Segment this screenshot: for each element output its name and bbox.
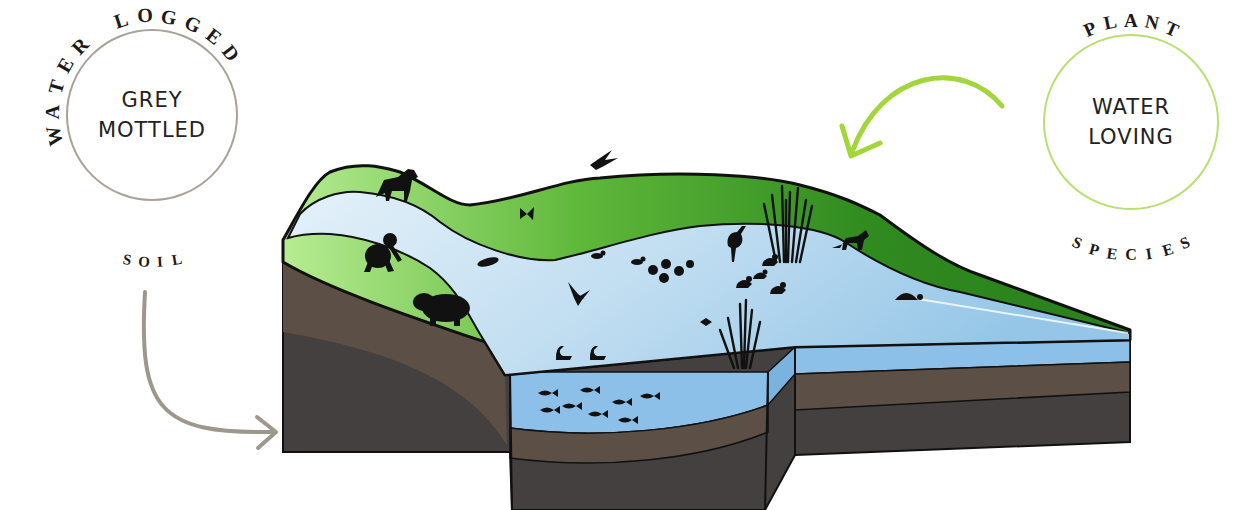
plant-arrowhead	[842, 126, 880, 156]
soil-layer	[510, 405, 768, 463]
arc-letter: T	[44, 78, 67, 96]
arc-letter: D	[218, 42, 243, 66]
arc-letter: G	[160, 5, 179, 27]
arc-caption: SOIL	[115, 248, 189, 274]
arc-letter: G	[181, 11, 203, 36]
arc-letter: E	[53, 54, 77, 76]
arc-letter	[92, 20, 107, 40]
animal-silhouettes	[364, 150, 923, 360]
block-edge	[794, 347, 796, 455]
arc-letter: I	[1145, 245, 1153, 262]
plant-arrow	[852, 78, 1002, 152]
plant-circle: PLANTWATER LOVINGSPECIES	[1043, 34, 1219, 210]
soil-layer	[795, 362, 1130, 410]
arc-letter: P	[1087, 241, 1101, 259]
soil-arrowhead	[257, 417, 276, 448]
water-surface	[288, 192, 1130, 375]
arc-letter: O	[137, 5, 154, 26]
arc-letter: S	[1178, 234, 1193, 252]
water-section	[768, 347, 795, 405]
shore-highlight	[900, 296, 1128, 333]
fish	[538, 386, 660, 424]
arc-letter: T	[1163, 18, 1182, 41]
arc-letter: A	[1124, 11, 1138, 30]
arc-letter: N	[1144, 12, 1161, 33]
arc-letter: I	[157, 254, 164, 269]
arc-letter: S	[122, 252, 133, 268]
arc-letter: A	[42, 104, 62, 119]
arc-letter: L	[112, 8, 131, 31]
arc-letter: W	[42, 124, 66, 148]
soil-arrow	[144, 292, 272, 432]
arc-letter: R	[68, 33, 92, 57]
reeds	[720, 186, 812, 368]
land-surface	[283, 166, 1130, 375]
arc-letter: S	[1070, 234, 1085, 252]
arc-caption: SPECIES	[1064, 231, 1198, 268]
arc-letter: O	[137, 254, 150, 270]
arc-letter: E	[1106, 245, 1119, 262]
arc-letter: P	[1080, 18, 1098, 40]
arc-letter: L	[1102, 12, 1118, 33]
arc-letter: C	[1125, 247, 1137, 263]
arc-letter: E	[202, 24, 225, 48]
arc-heading: PLANT	[1074, 5, 1187, 44]
arc-letter: L	[171, 252, 183, 268]
circle-label: WATER LOVING	[1066, 92, 1196, 153]
block-edge	[765, 372, 768, 510]
block-edge	[510, 372, 512, 510]
circle-label: GREY MOTTLED	[87, 85, 217, 146]
arc-letter: E	[1160, 241, 1175, 259]
soil-circle: WATER LOGGEDGREY MOTTLEDSOIL	[66, 29, 238, 201]
